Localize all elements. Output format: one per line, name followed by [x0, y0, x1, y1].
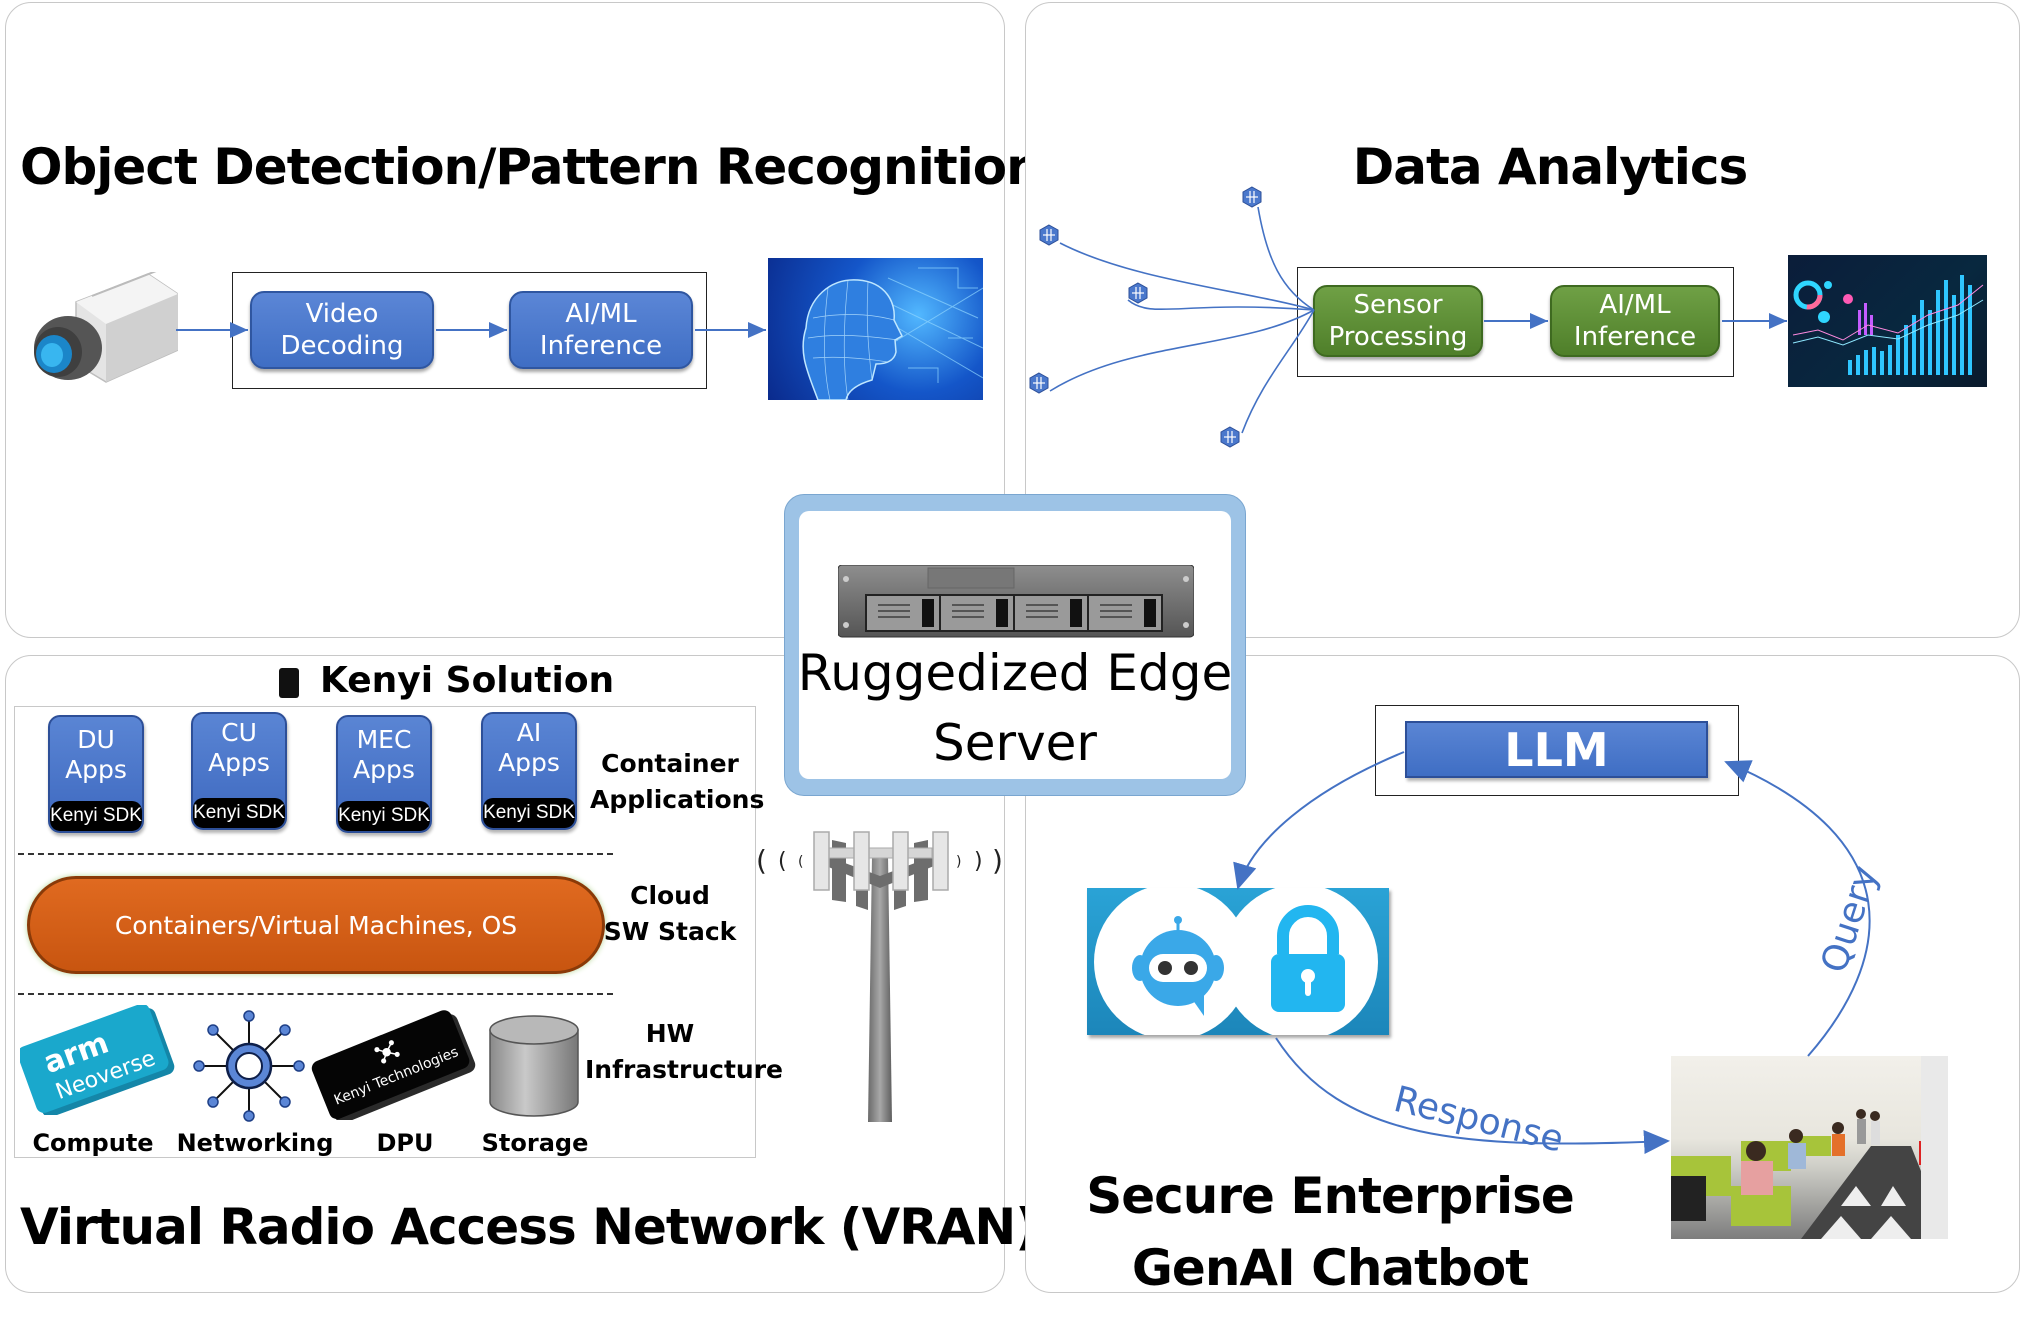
arm-neoverse-chip-icon: arm Neoverse	[20, 1005, 175, 1115]
kenyi-sdk-label: Kenyi SDK	[193, 798, 285, 828]
data-analytics-title: Data Analytics	[1352, 138, 1749, 196]
od-arrows	[176, 322, 766, 338]
hw-label-storage: Storage	[481, 1129, 589, 1157]
arrow-office-to-llm	[1724, 760, 1871, 1057]
sw-stack-pill: Containers/Virtual Machines, OS	[27, 876, 605, 974]
secure-chatbot-block	[1087, 888, 1389, 1035]
sensor-link-1	[1257, 206, 1315, 311]
security-camera-icon	[34, 272, 178, 383]
sw-stack-label: Containers/Virtual Machines, OS	[114, 910, 518, 940]
hw-label-dpu: DPU	[376, 1129, 434, 1157]
sensor-node-icon	[1039, 224, 1059, 246]
edge-server-card	[784, 494, 1246, 796]
rack-server-icon	[838, 565, 1194, 638]
sensor-link-4	[1049, 309, 1315, 392]
kenyi-chip-icon	[279, 668, 299, 698]
layer-divider	[18, 853, 613, 855]
sensor-link-3	[1127, 299, 1315, 311]
sensor-node-icon	[1242, 186, 1262, 208]
svg-text:(: (	[798, 854, 803, 870]
networking-hub-icon	[193, 1010, 305, 1122]
svg-text:(: (	[756, 844, 767, 877]
object-detection-title: Object Detection/Pattern Recognition	[20, 138, 1042, 196]
dpu-chip-icon: Kenyi Technologies	[311, 1010, 476, 1120]
hw-label-networking: Networking	[176, 1129, 334, 1157]
sensor-network	[1029, 186, 1787, 448]
storage-cylinder-icon	[489, 1015, 579, 1117]
sensor-node-icon	[1128, 282, 1148, 304]
svg-text:(: (	[778, 849, 787, 874]
sensor-link-5	[1241, 309, 1315, 434]
chatbot-flow-arrows: Response Query	[1233, 751, 1887, 1161]
cell-tower-icon: ( ( ( )))	[756, 831, 1003, 1122]
analytics-dashboard-image	[1788, 255, 1987, 387]
digital-head-image	[768, 258, 983, 400]
kenyi-sdk-label: Kenyi SDK	[483, 798, 575, 828]
office-photo	[1671, 1056, 1948, 1239]
arrow-chatbot-to-office	[1275, 1037, 1670, 1155]
kenyi-sdk-label: Kenyi SDK	[50, 801, 142, 831]
kenyi-sdk-label: Kenyi SDK	[338, 801, 430, 831]
hw-label-compute: Compute	[32, 1129, 154, 1157]
svg-text:): )	[974, 849, 983, 874]
kenyi-solution-label: Kenyi Solution	[320, 660, 615, 701]
arrow-llm-to-chatbot	[1233, 751, 1405, 890]
llm-label: LLM	[1504, 722, 1609, 777]
sensor-link-2	[1059, 242, 1315, 311]
svg-text:): )	[992, 844, 1003, 877]
response-label: Response	[1390, 1079, 1568, 1161]
kenyi-solution-box	[14, 706, 756, 1158]
llm-box-frame	[1375, 705, 1739, 796]
svg-text:): )	[956, 854, 961, 870]
sensor-node-icon	[1029, 372, 1049, 394]
layer-divider	[18, 993, 613, 995]
llm-block: LLM	[1405, 721, 1708, 778]
query-label: Query	[1814, 861, 1887, 978]
robot-icon	[1132, 916, 1224, 1016]
sensor-node-icon	[1220, 426, 1240, 448]
lock-icon	[1271, 905, 1345, 1012]
vran-title: Virtual Radio Access Network (VRAN)	[20, 1198, 1038, 1256]
